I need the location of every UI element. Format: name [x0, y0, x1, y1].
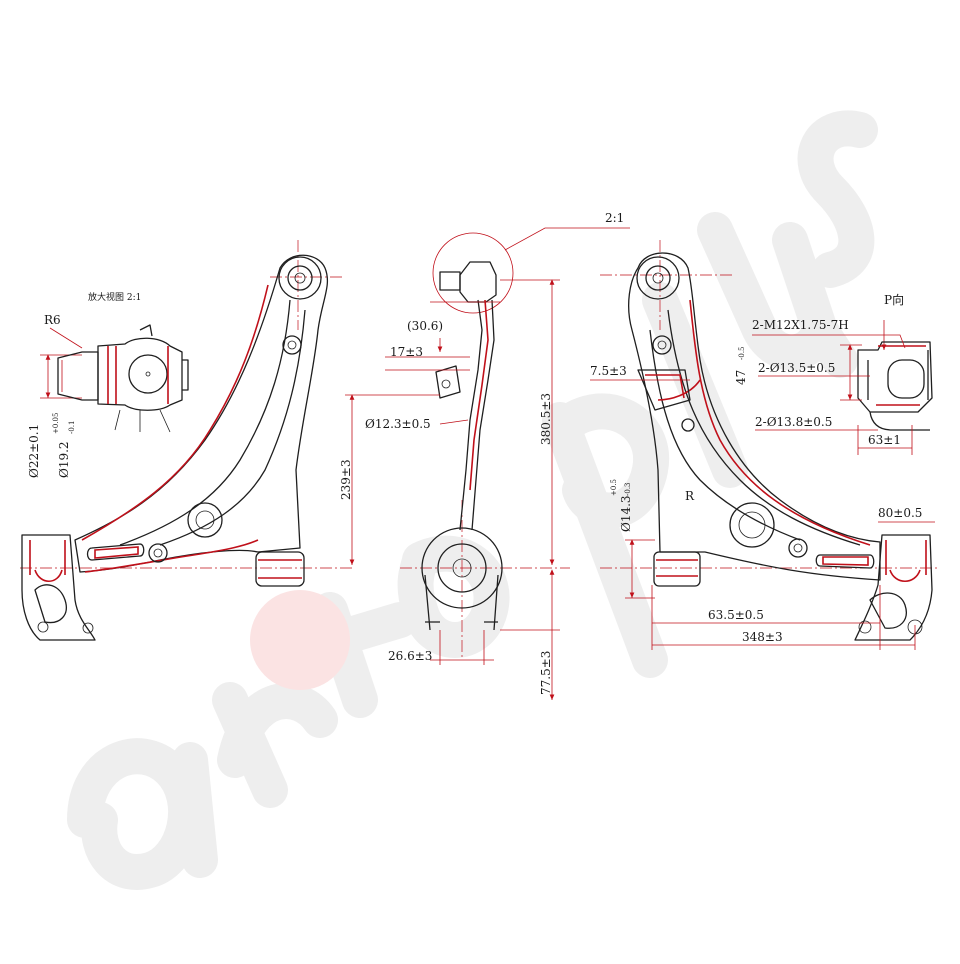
dim-17: 17±3: [390, 345, 423, 359]
dim-47: 47: [734, 370, 748, 385]
hole-13-8-label: 2-Ø13.8±0.5: [755, 415, 832, 429]
dim-63: 63±1: [868, 433, 901, 447]
scale-callout: 2:1: [605, 211, 624, 225]
dim-239: 239±3: [339, 459, 353, 500]
dim-30-6: (30.6): [407, 319, 443, 333]
right-control-arm-view: R P向 47 -0.5 2-M12X1.75-7H 2-Ø13.5±0.5 2…: [590, 240, 940, 650]
dim-12-3: Ø12.3±0.5: [365, 417, 431, 431]
dia-19-tol-bottom: -0.1: [68, 421, 76, 435]
dim-77-5: 77.5±3: [539, 651, 553, 695]
left-control-arm-view: [20, 240, 355, 641]
hole-13-5-label: 2-Ø13.5±0.5: [758, 361, 835, 375]
dia-19-label: Ø19.2: [57, 441, 71, 478]
dim-14-3-tol-bottom: -0.3: [624, 483, 632, 497]
mark-r: R: [685, 489, 695, 503]
dim-47-tol: -0.5: [738, 347, 746, 361]
side-view: 2:1 (30.6) 17±3 239±3 Ø12.3±0.5 380.5±3 …: [339, 211, 630, 700]
watermark: [67, 110, 878, 890]
dia-19-tol-top: +0.05: [52, 413, 60, 434]
dim-14-3: Ø14.3: [619, 495, 633, 532]
dim-14-3-tol-top: +0.5: [610, 479, 618, 496]
dim-80: 80±0.5: [878, 506, 922, 520]
thread-label: 2-M12X1.75-7H: [752, 318, 849, 332]
dia-22-label: Ø22±0.1: [27, 424, 41, 478]
dim-380-5: 380.5±3: [539, 393, 553, 445]
dim-63-5: 63.5±0.5: [708, 608, 764, 622]
p-view-label: P向: [884, 292, 904, 307]
dim-348: 348±3: [742, 630, 783, 644]
dim-7-5: 7.5±3: [590, 364, 627, 378]
detail-view-2to1: 放大视图 2:1 R6 Ø22±0.1 Ø19.2 +0.05 -0.1: [27, 291, 189, 478]
detail-view-title: 放大视图 2:1: [88, 291, 141, 303]
dim-26-6: 26.6±3: [388, 649, 432, 663]
radius-label: R6: [44, 313, 61, 327]
